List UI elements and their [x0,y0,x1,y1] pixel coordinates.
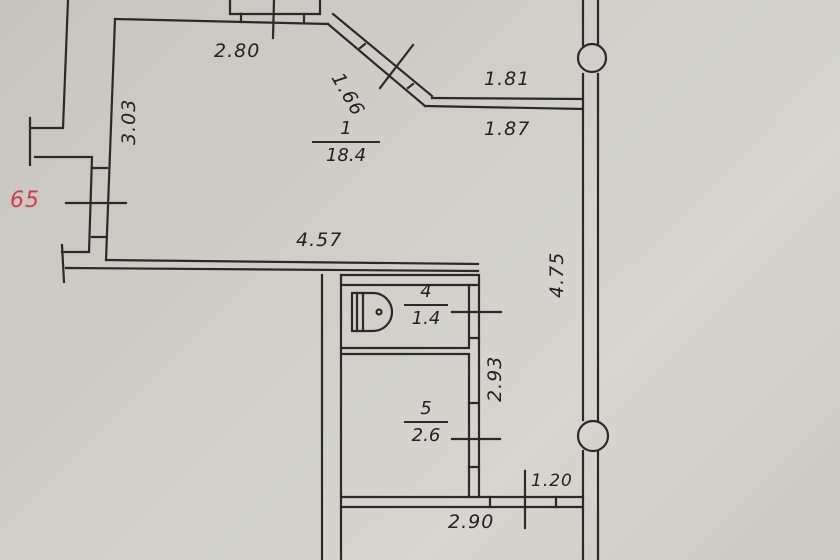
exterior-wall-tick-lower [60,243,66,284]
right-upper-wall-bottom [423,104,585,111]
top-niche [228,0,322,16]
dim-room1-bottom: 4.57 [296,229,343,251]
dim-top-wall: 2.80 [214,40,261,62]
dim-right-upper-outer: 1.81 [484,68,531,90]
diagonal-dimension-line [378,43,415,90]
dim-corridor-wall: 2.90 [448,511,495,533]
window-left-frame [90,166,109,239]
dim-bath-wall: 2.93 [484,355,506,402]
room1-top-wall [113,17,330,26]
room-1-label: 1 18.4 [312,120,380,165]
dim-corridor-door: 1.20 [531,471,573,491]
column-upper [576,42,608,74]
room-1-number: 1 [340,118,352,139]
room-4-label: 4 1.4 [404,283,448,328]
room-5-number: 5 [420,398,432,419]
right-upper-wall-top [430,96,585,101]
dim-right-upper-inner: 1.87 [484,118,531,140]
room1-bottom-wall [104,258,480,266]
corridor-door-ticks [488,495,558,509]
dim-right-wall: 4.75 [546,251,568,298]
door-dimension-lines [450,310,503,441]
diagonal-window-ticks [358,42,415,90]
dim-left-wall: 3.03 [118,98,140,145]
top-dimension-line [271,0,276,40]
diagonal-wall-inner [326,22,427,108]
room-5-label: 5 2.6 [404,400,448,445]
bathroom-outer-wall [339,273,481,499]
room-4-area: 1.4 [404,304,448,328]
diagonal-wall-outer [331,12,434,98]
room4-walls [339,283,471,350]
exterior-wall-left-middle [33,155,94,254]
toilet-icon [350,291,394,333]
column-lower [576,419,610,453]
bath-wall-ticks [467,283,481,469]
room-1-area: 18.4 [312,141,380,165]
wall-bottom-outer [64,266,480,273]
room5-walls [339,352,471,499]
top-window-ticks [239,12,306,24]
room-5-area: 2.6 [404,421,448,445]
room1-left-wall [104,17,117,262]
exterior-wall-left-upper [30,0,70,130]
red-annotation: 65 [10,188,40,213]
toilet-tank-icon [355,291,365,333]
toilet-hole-icon [375,308,383,316]
room-4-number: 4 [420,281,432,302]
